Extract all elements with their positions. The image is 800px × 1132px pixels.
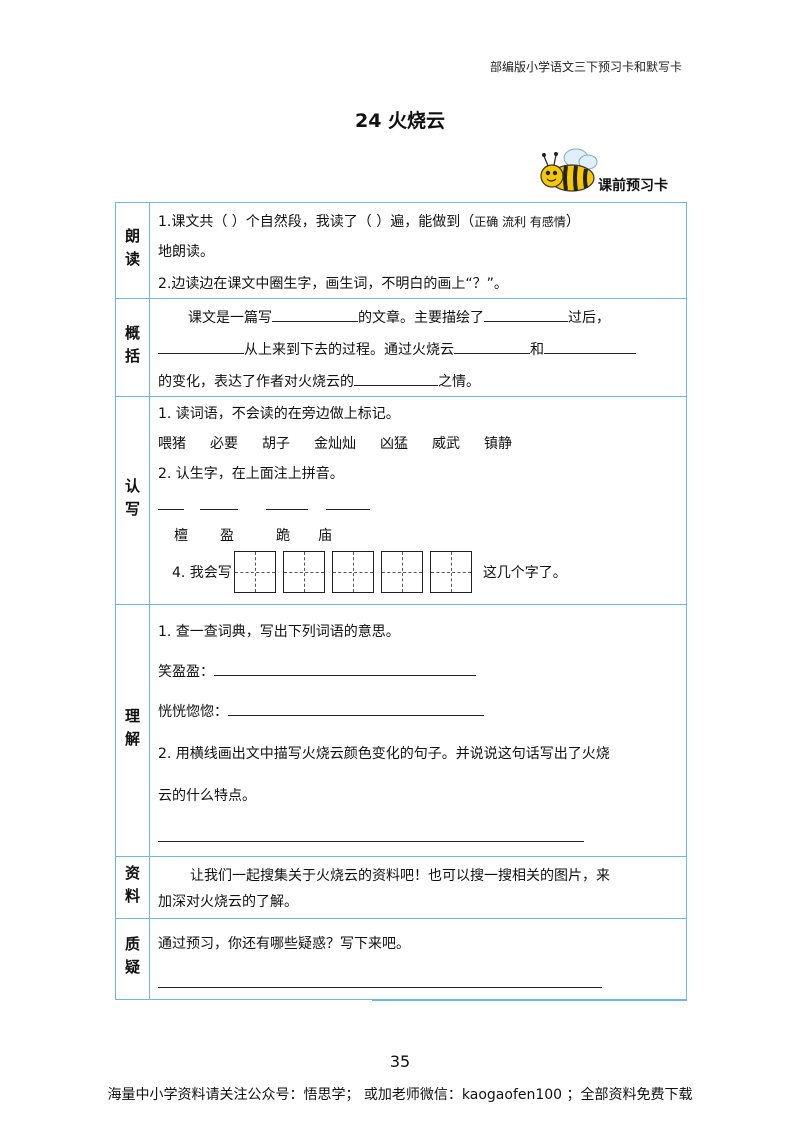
writing-grid[interactable]	[233, 551, 276, 593]
word: 必要	[210, 436, 238, 452]
section-recognize: 认写 1. 读词语，不会读的在旁边做上标记。 喂猪 必要 胡子 金灿灿 凶猛 威武 镇静 2…	[116, 397, 686, 605]
word: 威武	[432, 436, 460, 452]
blank[interactable]	[354, 371, 438, 386]
recognize-q4: 4. 我会写	[172, 565, 232, 581]
pinyin-blank[interactable]	[200, 495, 238, 510]
read-line-3: 2.边读边在课文中圈生字，画生词，不明白的画上“？”。	[158, 276, 508, 292]
writing-grid[interactable]	[331, 551, 374, 593]
section-label: 质疑	[123, 936, 141, 982]
pinyin-blank[interactable]	[326, 495, 370, 510]
char: 盈	[220, 528, 234, 544]
material-text-2: 加深对火烧云的了解。	[158, 894, 298, 910]
word: 凶猛	[380, 436, 408, 452]
blank[interactable]	[484, 307, 568, 322]
writing-grid[interactable]	[429, 551, 472, 593]
preview-card-badge: 课前预习卡	[598, 178, 668, 194]
bee-icon	[540, 148, 598, 192]
page-footer: 海量中小学资料请关注公众号：悟思学； 或加老师微信：kaogaofen100 ；…	[107, 1087, 693, 1103]
char-list: 檀盈跪庙	[174, 525, 332, 545]
recognize-q2: 2. 认生字，在上面注上拼音。	[158, 466, 344, 482]
material-text-1: 让我们一起搜集关于火烧云的资料吧！也可以搜一搜相关的图片，来	[190, 868, 610, 884]
word: 金灿灿	[314, 436, 356, 452]
char: 跪	[276, 528, 290, 544]
section-material: 资料 让我们一起搜集关于火烧云的资料吧！也可以搜一搜相关的图片，来 加深对火烧云…	[116, 857, 686, 919]
word: 镇静	[484, 436, 512, 452]
answer-line[interactable]	[228, 701, 484, 716]
answer-line[interactable]	[214, 661, 476, 676]
section-question: 质疑 通过预习，你还有哪些疑惑？写下来吧。	[116, 919, 686, 999]
section-summary: 概括 课文是一篇写的文章。主要描绘了过后， 从上来到下去的过程。通过火烧云和 的…	[116, 299, 686, 397]
word: 喂猪	[158, 436, 186, 452]
blank[interactable]	[158, 339, 244, 354]
char: 檀	[174, 528, 188, 544]
section-label: 理解	[123, 707, 141, 754]
page-number: 35	[389, 1052, 411, 1071]
page-header: 部编版小学语文三下预习卡和默写卡	[489, 60, 682, 74]
answer-line[interactable]	[158, 827, 584, 842]
read-line-1-end: ）	[565, 214, 580, 230]
table-bottom-bar	[372, 1000, 687, 1001]
recognize-q4-end: 这几个字了。	[482, 565, 567, 581]
pinyin-blank[interactable]	[158, 495, 184, 510]
understand-q2-cont: 云的什么特点。	[158, 788, 256, 804]
section-label: 朗读	[123, 227, 141, 274]
preview-table: 朗读 1.课文共（ ）个自然段，我读了（ ）遍，能做到（正确 流利 有感情） 地…	[115, 202, 687, 1000]
writing-grid[interactable]	[282, 551, 325, 593]
writing-grid[interactable]	[380, 551, 423, 593]
word-label: 笑盈盈：	[158, 664, 214, 680]
section-read: 朗读 1.课文共（ ）个自然段，我读了（ ）遍，能做到（正确 流利 有感情） 地…	[116, 203, 686, 299]
understand-q1: 1. 查一查词典，写出下列词语的意思。	[158, 624, 400, 640]
blank[interactable]	[272, 307, 358, 322]
read-options: 正确 流利 有感情	[474, 215, 566, 229]
section-understand: 理解 1. 查一查词典，写出下列词语的意思。 笑盈盈： 恍恍惚惚： 2. 用横线…	[116, 605, 686, 857]
answer-line[interactable]	[158, 973, 602, 988]
lesson-title: 24 火烧云	[354, 110, 446, 132]
blank[interactable]	[544, 339, 636, 354]
blank[interactable]	[454, 339, 530, 354]
section-label: 资料	[123, 864, 141, 911]
word-label: 恍恍惚惚：	[158, 704, 228, 720]
word: 胡子	[262, 436, 290, 452]
understand-q2: 2. 用横线画出文中描写火烧云颜色变化的句子。并说说这句话写出了火烧	[158, 746, 610, 762]
section-label: 认写	[123, 477, 141, 524]
question-text: 通过预习，你还有哪些疑惑？写下来吧。	[158, 936, 410, 952]
section-label: 概括	[123, 324, 141, 371]
read-line-1: 1.课文共（ ）个自然段，我读了（ ）遍，能做到（	[158, 214, 475, 230]
char: 庙	[318, 528, 332, 544]
pinyin-blank[interactable]	[266, 495, 308, 510]
word-list: 喂猪 必要 胡子 金灿灿 凶猛 威武 镇静	[158, 433, 512, 453]
recognize-q1: 1. 读词语，不会读的在旁边做上标记。	[158, 406, 400, 422]
read-line-2: 地朗读。	[158, 244, 214, 260]
